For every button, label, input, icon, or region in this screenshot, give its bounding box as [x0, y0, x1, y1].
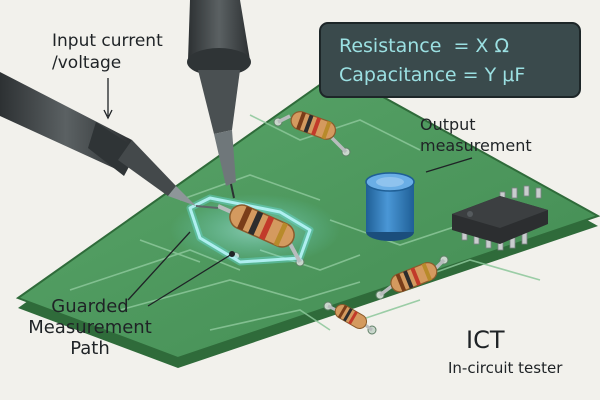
guarded-path-label: Guarded Measurement Path	[28, 296, 152, 359]
resistor-right	[378, 258, 446, 297]
leader-lines	[103, 78, 473, 307]
capacitance-readout: Capacitance = Y μF	[339, 64, 526, 86]
ict-title: ICT	[466, 326, 505, 354]
resistor-bottom	[327, 304, 373, 332]
ic-chip	[452, 185, 548, 251]
ict-subtitle: In-circuit tester	[448, 359, 563, 377]
resistor-guarded	[217, 204, 302, 263]
measurement-readout-panel: Resistance = X Ω Capacitance = Y μF	[319, 22, 581, 98]
input-current-label: Input current /voltage	[52, 31, 163, 73]
resistor-top	[277, 111, 348, 154]
capacitor	[365, 172, 415, 241]
probe-left	[0, 72, 219, 209]
probe-center	[187, 0, 251, 199]
resistance-readout: Resistance = X Ω	[339, 35, 509, 57]
guarded-path-dot	[229, 251, 235, 257]
output-measurement-label: Output measurement	[420, 115, 532, 155]
